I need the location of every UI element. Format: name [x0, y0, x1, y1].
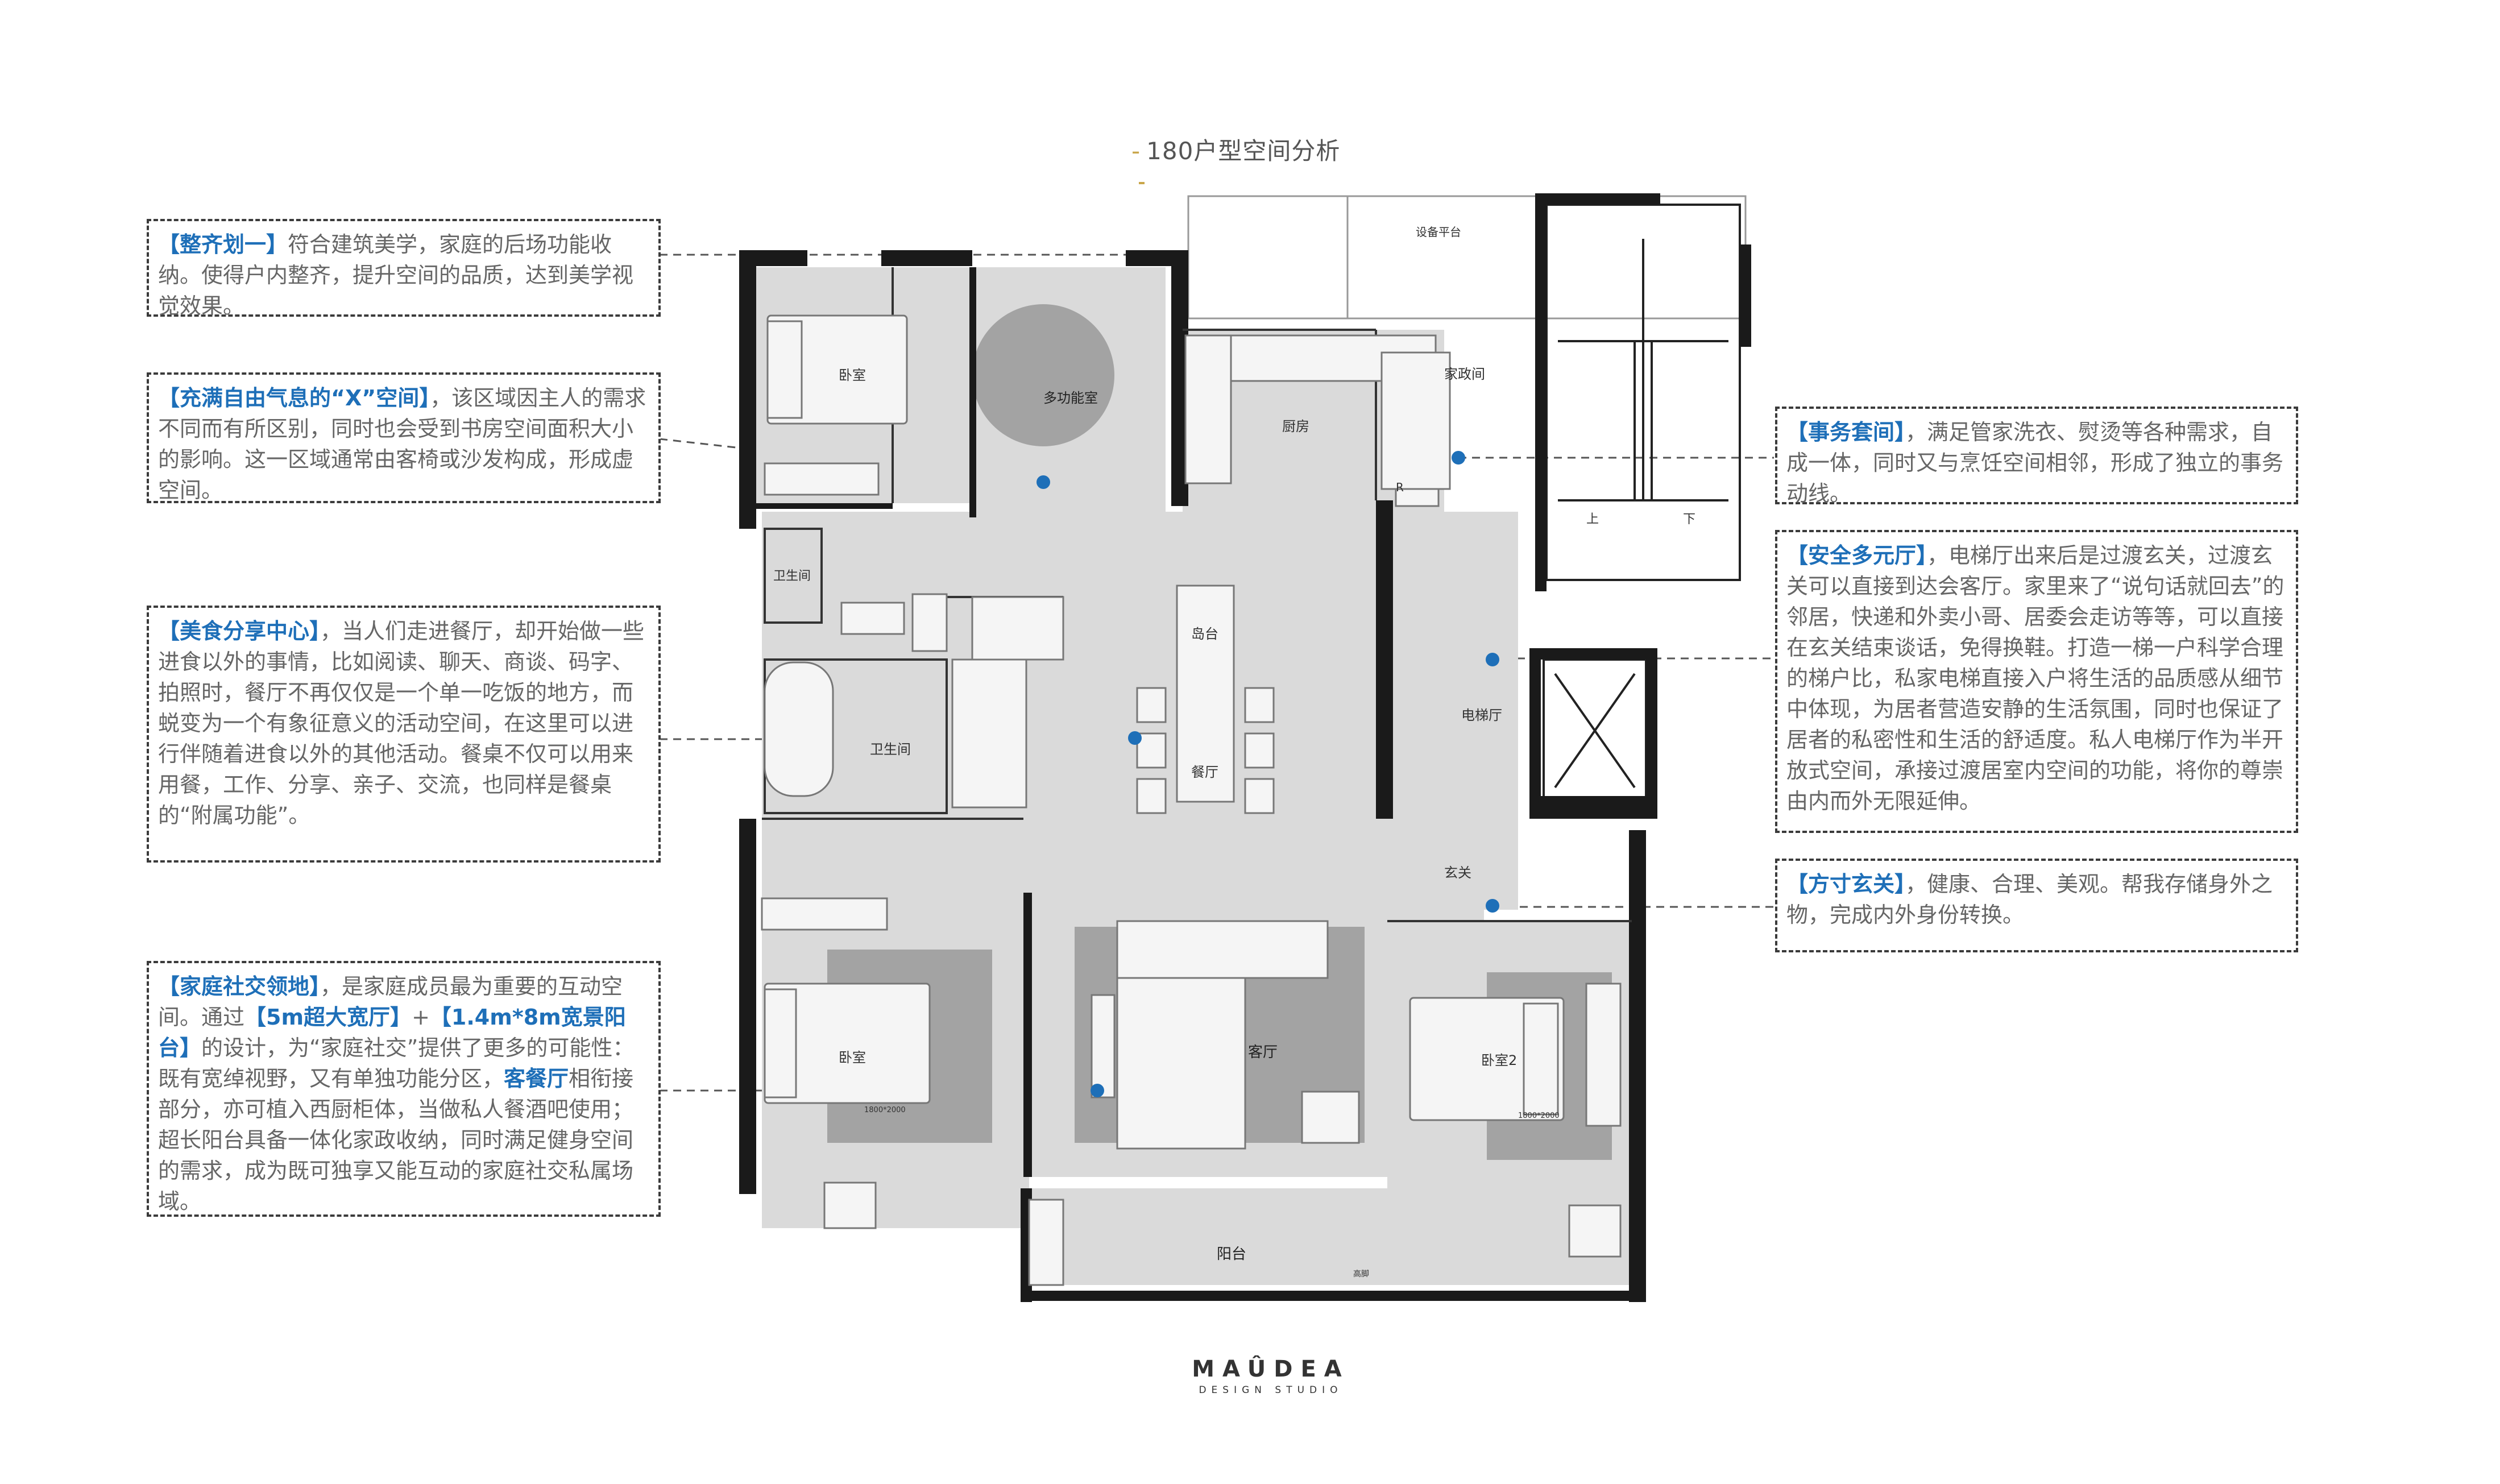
room-label-kitchen: 厨房 — [1282, 418, 1309, 434]
callout-tidy-body: 符合建筑美学，家庭的后场功能收纳。使得户内整齐，提升空间的品质，达到美学视觉效果… — [158, 232, 634, 318]
elevator — [1543, 658, 1647, 800]
callout-safe-hall-head: 【安全多元厅】 — [1786, 543, 1927, 568]
callout-service-suite-head: 【事务套间】 — [1786, 420, 1906, 445]
logo-subtitle: DESIGN STUDIO — [1199, 1384, 1343, 1396]
callout-family-social-e1: 【5m超大宽厅】 — [244, 1005, 412, 1030]
title-tick — [1139, 182, 1145, 184]
room-label-bedroom-bl: 卧室 — [839, 1050, 866, 1066]
callout-family-social-p4: 相衔接部分，亦可植入西厨柜体，当做私人餐酒吧使用；超长阳台具备一体化家政收纳，同… — [158, 1066, 634, 1214]
room-label-balcony: 阳台 — [1217, 1246, 1247, 1263]
callout-dining: 【美食分享中心】，当人们走进餐厅，却开始做一些进食以外的事情，比如阅读、聊天、商… — [147, 606, 661, 863]
callout-foyer-body: ，健康、合理、美观。帮我存储身外之物，完成内外身份转换。 — [1786, 872, 2273, 927]
callout-tidy: 【整齐划一】符合建筑美学，家庭的后场功能收纳。使得户内整齐，提升空间的品质，达到… — [147, 219, 661, 318]
room-label-housekeeping: 家政间 — [1444, 366, 1485, 382]
callout-family-social-head: 【家庭社交领地】 — [158, 974, 321, 999]
callout-tidy-head: 【整齐划一】 — [158, 232, 288, 257]
room-label-living: 客厅 — [1248, 1044, 1278, 1061]
studio-logo: MAÛDEA DESIGN STUDIO — [1177, 1356, 1365, 1396]
callout-family-social: 【家庭社交领地】，是家庭成员最为重要的互动空间。通过【5m超大宽厅】+【1.4m… — [147, 961, 661, 1217]
balcony-small-label: 高脚 — [1353, 1270, 1369, 1279]
callout-family-social-e3: 客餐厅 — [504, 1066, 569, 1091]
callout-service-suite: 【事务套间】，满足管家洗衣、熨烫等各种需求，自成一体，同时又与烹饪空间相邻，形成… — [1775, 407, 2298, 506]
callout-foyer-head: 【方寸玄关】 — [1786, 872, 1906, 897]
callout-service-suite-body: ，满足管家洗衣、熨烫等各种需求，自成一体，同时又与烹饪空间相邻，形成了独立的事务… — [1786, 420, 2284, 506]
callout-x-space-head: 【充满自由气息的“X”空间】 — [158, 385, 430, 411]
room-label-multi: 多功能室 — [1043, 390, 1098, 406]
callout-safe-hall-body: ，电梯厅出来后是过渡玄关，过渡玄关可以直接到达会客厅。家里来了“说句话就回去”的… — [1786, 543, 2285, 814]
callout-x-space: 【充满自由气息的“X”空间】，该区域因主人的需求不同而有所区别，同时也会受到书房… — [147, 372, 661, 503]
callout-dining-body: ，当人们走进餐厅，却开始做一些进食以外的事情，比如阅读、聊天、商谈、码字、拍照时… — [158, 619, 645, 828]
callout-foyer: 【方寸玄关】，健康、合理、美观。帮我存储身外之物，完成内外身份转换。 — [1775, 859, 2298, 952]
bed-size-label-1: 1800*2000 — [864, 1106, 906, 1114]
room-label-elevator-hall: 电梯厅 — [1461, 707, 1502, 723]
logo-wordmark: MAÛDEA — [1192, 1356, 1350, 1382]
fridge-label: R — [1396, 480, 1404, 494]
room-label-bath1: 卫生间 — [773, 569, 811, 583]
room-label-bedroom-tl: 卧室 — [839, 367, 866, 383]
room-label-bedroom2: 卧室2 — [1481, 1052, 1518, 1068]
page-title: -180户型空间分析 — [1131, 132, 1340, 167]
title-dash: - — [1131, 137, 1141, 165]
callout-family-social-e2: 【1.4m*8m宽景阳台】 — [158, 1005, 626, 1060]
title-text: 180户型空间分析 — [1146, 137, 1341, 165]
callout-dining-head: 【美食分享中心】 — [158, 619, 321, 644]
callout-safe-hall: 【安全多元厅】，电梯厅出来后是过渡玄关，过渡玄关可以直接到达会客厅。家里来了“说… — [1775, 530, 2298, 833]
furniture — [761, 314, 1622, 1286]
callout-x-space-body: ，该区域因主人的需求不同而有所区别，同时也会受到书房空间面积大小的影响。这一区域… — [158, 385, 646, 503]
stair-up-label: 上 — [1586, 512, 1599, 527]
room-label-bath2: 卫生间 — [870, 741, 911, 757]
stair-down-label: 下 — [1683, 512, 1696, 527]
callout-family-social-p3: 的设计，为“家庭社交”提供了更多的可能性：既有宽绰视野，又有单独功能分区， — [158, 1035, 635, 1091]
room-label-island: 岛台 — [1191, 626, 1218, 642]
callout-family-social-p1: ，是家庭成员最为重要的互动空间。通过 — [158, 974, 623, 1030]
blue-markers — [1037, 451, 1499, 1097]
room-label-equipment: 设备平台 — [1416, 225, 1461, 239]
room-label-foyer: 玄关 — [1444, 865, 1471, 881]
callout-family-social-p2: + — [412, 1005, 430, 1030]
bed-size-label-2: 1800*2000 — [1518, 1112, 1560, 1120]
room-label-dining: 餐厅 — [1191, 764, 1218, 780]
